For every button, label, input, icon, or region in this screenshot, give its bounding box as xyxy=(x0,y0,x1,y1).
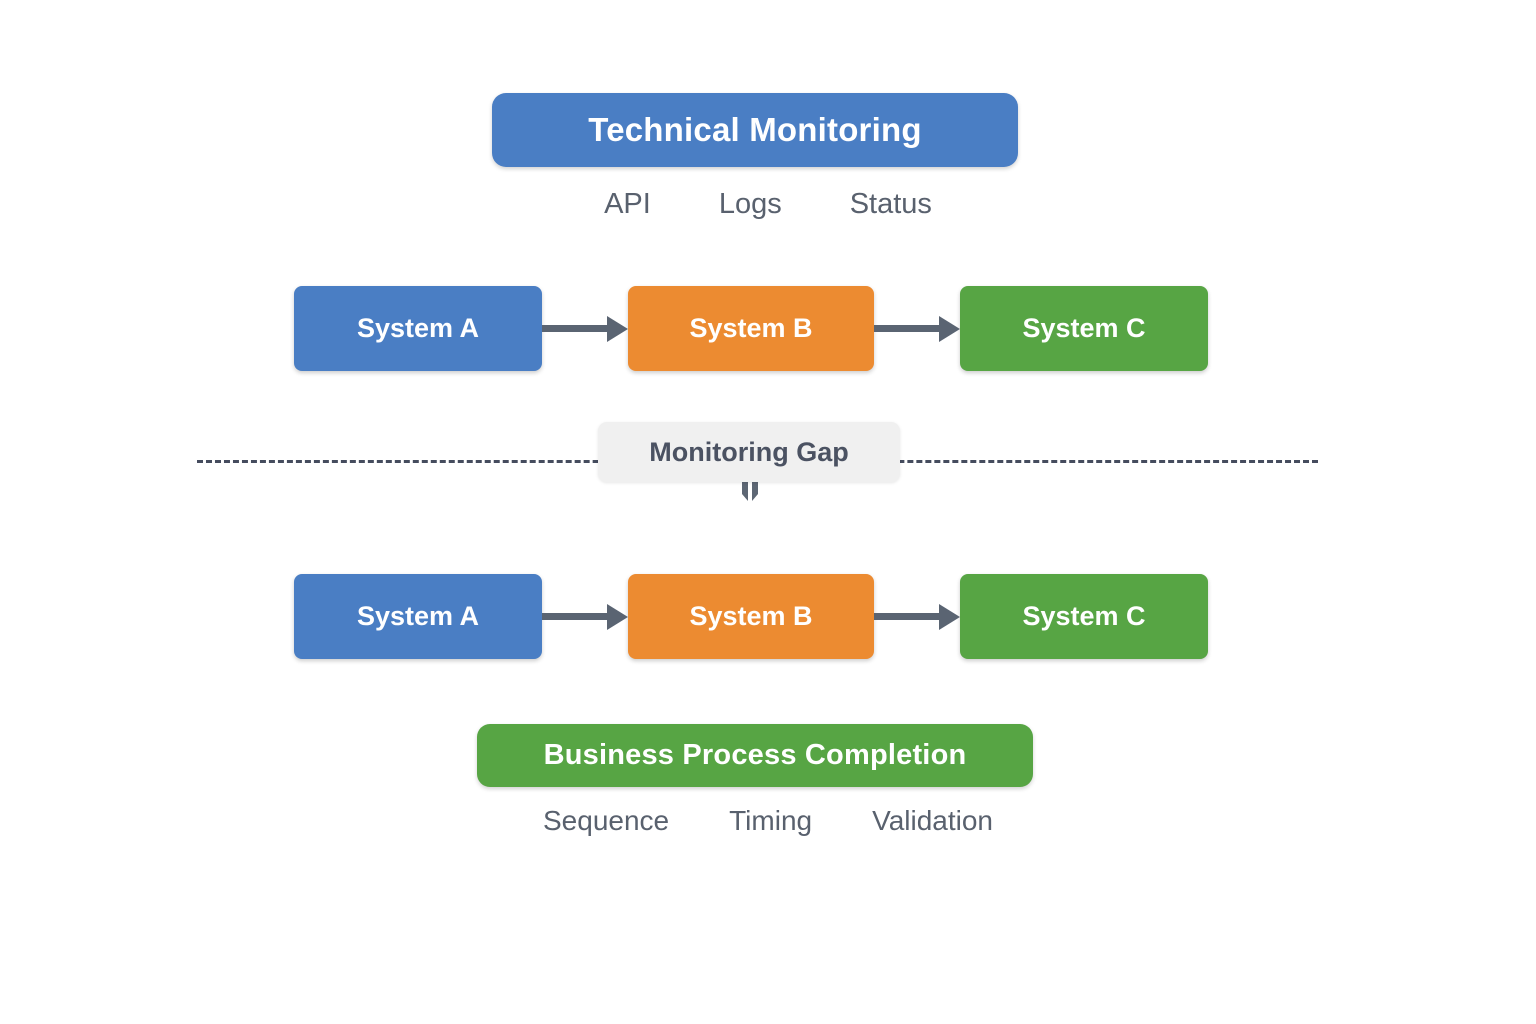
caption-api: API xyxy=(604,188,651,220)
arrow-head-icon xyxy=(939,603,960,630)
system-c-box-bottom[interactable]: System C xyxy=(960,574,1208,659)
system-a-label-top: System A xyxy=(356,313,480,343)
arrow-head-icon xyxy=(607,315,628,342)
arrow-shaft xyxy=(874,325,939,332)
caption-logs: Logs xyxy=(718,188,782,220)
arrow-head-icon xyxy=(607,603,628,630)
technical-monitoring-captions: API Logs Status xyxy=(0,188,1536,221)
arrow-a-to-b-bottom xyxy=(542,603,628,630)
technical-monitoring-banner: Technical Monitoring xyxy=(492,93,1018,167)
system-c-label-top: System C xyxy=(1022,313,1146,343)
business-process-captions: Sequence Timing Validation xyxy=(0,805,1536,837)
system-a-box-top[interactable]: System A xyxy=(294,286,542,371)
system-a-box-bottom[interactable]: System A xyxy=(294,574,542,659)
system-c-label-bottom: System C xyxy=(1022,601,1146,631)
arrow-b-to-c-bottom xyxy=(874,603,960,630)
business-system-flow-row: System A System B System C xyxy=(294,574,1208,659)
arrow-a-to-b-top xyxy=(542,315,628,342)
business-process-completion-banner-label: Business Process Completion xyxy=(543,739,967,771)
monitoring-gap-label: Monitoring Gap xyxy=(649,436,849,467)
technical-monitoring-banner-label: Technical Monitoring xyxy=(588,111,922,148)
caption-timing: Timing xyxy=(729,805,813,836)
caption-sequence: Sequence xyxy=(543,805,670,836)
system-a-label-bottom: System A xyxy=(356,601,480,631)
technical-system-flow-row: System A System B System C xyxy=(294,286,1208,371)
arrow-shaft xyxy=(542,613,607,620)
system-b-box-top[interactable]: System B xyxy=(628,286,874,371)
system-b-box-bottom[interactable]: System B xyxy=(628,574,874,659)
arrow-shaft xyxy=(542,325,607,332)
arrow-b-to-c-top xyxy=(874,315,960,342)
system-b-label-top: System B xyxy=(689,313,813,343)
system-b-label-bottom: System B xyxy=(689,601,813,631)
caption-validation: Validation xyxy=(872,805,993,836)
arrow-shaft xyxy=(874,613,939,620)
business-process-completion-banner: Business Process Completion xyxy=(477,724,1033,787)
monitoring-gap-badge: Monitoring Gap xyxy=(598,422,900,482)
system-c-box-top[interactable]: System C xyxy=(960,286,1208,371)
arrow-head-icon xyxy=(939,315,960,342)
caption-status: Status xyxy=(849,188,932,220)
